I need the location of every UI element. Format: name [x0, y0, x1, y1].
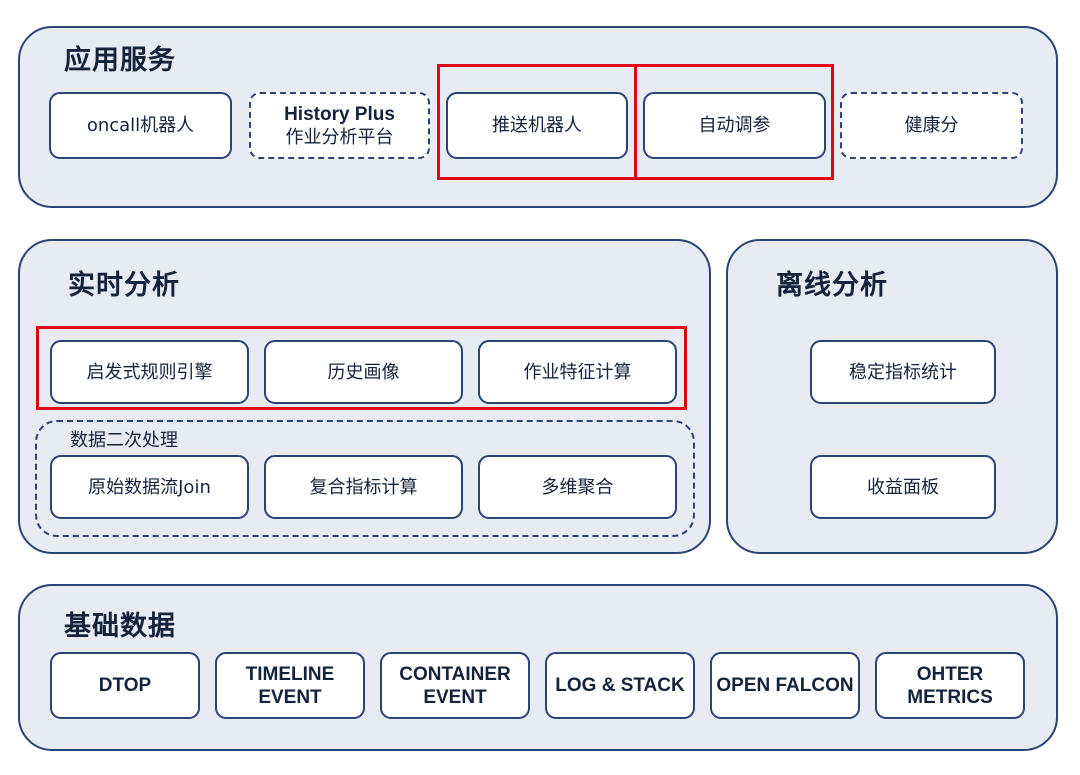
container-label: CONTAINER — [399, 663, 511, 685]
history-plus-label: History Plus — [284, 103, 395, 125]
application-services-title: 应用服务 — [64, 45, 176, 76]
history-plus-box: History Plus 作业分析平台 — [249, 92, 430, 159]
job-feature-calc-label: 作业特征计算 — [523, 361, 632, 383]
composite-metric-calc-box: 复合指标计算 — [264, 455, 463, 519]
timeline-event-box: TIMELINE EVENT — [215, 652, 365, 719]
job-analysis-platform-label: 作业分析平台 — [285, 126, 394, 148]
realtime-analysis-title: 实时分析 — [68, 270, 180, 301]
oncall-bot-label: oncall机器人 — [86, 115, 195, 136]
raw-stream-join-label: 原始数据流Join — [88, 476, 211, 498]
history-profile-box: 历史画像 — [264, 340, 463, 404]
composite-metric-calc-label: 复合指标计算 — [309, 476, 418, 498]
other-label: OHTER — [916, 663, 984, 685]
other-metrics-label: METRICS — [907, 686, 993, 708]
timeline-event-label: EVENT — [258, 686, 322, 708]
data-processing-group — [35, 420, 695, 537]
realtime-row-highlight — [36, 326, 687, 410]
oncall-bot-box: oncall机器人 — [49, 92, 232, 159]
timeline-label: TIMELINE — [245, 663, 335, 685]
base-data-title: 基础数据 — [64, 611, 176, 642]
stability-metric-stats-label: 稳定指标统计 — [849, 361, 957, 383]
multi-dim-aggregation-label: 多维聚合 — [541, 476, 614, 498]
revenue-dashboard-label: 收益面板 — [867, 476, 939, 498]
health-score-box: 健康分 — [840, 92, 1023, 159]
multi-dim-aggregation-box: 多维聚合 — [478, 455, 677, 519]
open-falcon-label: OPEN FALCON — [716, 675, 854, 696]
history-profile-label: 历史画像 — [327, 361, 400, 383]
open-falcon-box: OPEN FALCON — [710, 652, 860, 719]
heuristic-rule-engine-box: 启发式规则引擎 — [50, 340, 249, 404]
container-event-box: CONTAINER EVENT — [380, 652, 530, 719]
container-event-label: EVENT — [423, 686, 487, 708]
dtop-box: DTOP — [50, 652, 200, 719]
job-feature-calc-box: 作业特征计算 — [478, 340, 677, 404]
log-stack-label: LOG & STACK — [555, 675, 685, 696]
auto-tuning-box: 自动调参 — [643, 92, 826, 159]
other-metrics-box: OHTER METRICS — [875, 652, 1025, 719]
dtop-label: DTOP — [98, 675, 152, 696]
push-bot-box: 推送机器人 — [446, 92, 628, 159]
offline-analysis-title: 离线分析 — [776, 270, 888, 301]
revenue-dashboard-box: 收益面板 — [810, 455, 996, 519]
health-score-label: 健康分 — [904, 115, 959, 136]
stability-metric-stats-box: 稳定指标统计 — [810, 340, 996, 404]
raw-stream-join-box: 原始数据流Join — [50, 455, 249, 519]
push-bot-label: 推送机器人 — [492, 115, 582, 136]
auto-tuning-label: 自动调参 — [698, 115, 771, 136]
log-stack-box: LOG & STACK — [545, 652, 695, 719]
data-processing-label: 数据二次处理 — [70, 430, 178, 451]
auto-tuning-highlight — [634, 64, 834, 180]
push-bot-highlight — [437, 64, 637, 180]
heuristic-rule-engine-label: 启发式规则引擎 — [86, 361, 213, 383]
